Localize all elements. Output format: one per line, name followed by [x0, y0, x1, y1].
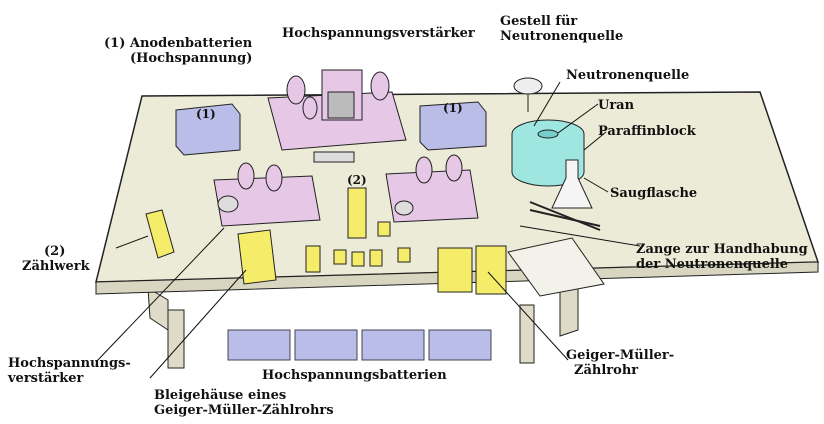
label-gestell-line1: Gestell für	[500, 14, 578, 29]
label-bleigehaeuse-line2: Geiger-Müller-Zählrohrs	[154, 403, 334, 418]
label-bleigehaeuse-line1: Bleigehäuse eines	[154, 388, 287, 403]
zaehlwerk-left	[145, 209, 175, 259]
label-geiger-mueller: Geiger-Müller- Zählrohr	[566, 348, 674, 378]
label-zaehlwerk-text: Zählwerk	[22, 259, 90, 274]
label-zaehlwerk: (2) Zählwerk	[22, 244, 90, 274]
bleigehaeuse	[237, 229, 277, 285]
book	[507, 237, 605, 297]
battery-left-tag: (1)	[196, 107, 216, 121]
gestell-neutronenquelle	[513, 77, 543, 112]
label-hochspannungsbatterien: Hochspannungsbatterien	[262, 368, 447, 383]
zange	[529, 201, 601, 231]
label-saugflasche: Saugflasche	[610, 186, 698, 201]
battery-right-tag: (1)	[443, 101, 463, 115]
label-neutronenquelle: Neutronenquelle	[566, 68, 690, 83]
leader-lines	[95, 81, 641, 379]
hochspannungsverstaerker-main	[267, 69, 407, 163]
hochspannungsbatterien-bank	[227, 329, 492, 361]
zaehlwerk-center: (2)	[347, 173, 367, 239]
label-bleigehaeuse: Bleigehäuse eines Geiger-Müller-Zählrohr…	[154, 388, 334, 418]
label-hochspannungsverstaerker-bottom-line2: verstärker	[8, 371, 84, 386]
label-geiger-mueller-line2: Zählrohr	[574, 363, 639, 378]
label-hochspannungsverstaerker-bottom-line1: Hochspannungs-	[8, 356, 131, 371]
label-gestell: Gestell für Neutronenquelle	[500, 14, 623, 44]
label-hochspannungsverstaerker-bottom: Hochspannungs- verstärker	[8, 356, 131, 386]
label-zaehlwerk-num: (2)	[44, 244, 66, 259]
anodenbatterie-right: (1)	[419, 101, 487, 151]
hochspannungsverstaerker-left	[213, 162, 321, 227]
geiger-mueller-holders	[437, 245, 507, 295]
label-anodenbatterien-line1: (1) Anodenbatterien	[104, 36, 252, 51]
label-anodenbatterien-num: (1)	[104, 36, 126, 51]
label-anodenbatterien: (1) Anodenbatterien (Hochspannung)	[104, 36, 252, 66]
label-uran: Uran	[598, 98, 635, 113]
label-zange-line2: der Neutronenquelle	[636, 257, 789, 272]
small-parts	[305, 221, 411, 273]
label-anodenbatterien-line2: (Hochspannung)	[130, 51, 253, 66]
counter-center-tag: (2)	[347, 173, 367, 187]
label-paraffinblock: Paraffinblock	[598, 124, 696, 139]
label-anodenbatterien-text: Anodenbatterien	[129, 36, 253, 51]
label-zange: Zange zur Handhabung der Neutronenquelle	[636, 242, 808, 272]
anodenbatterie-left: (1)	[175, 103, 241, 156]
label-hochspannungsverstaerker-top: Hochspannungsverstärker	[282, 26, 475, 41]
label-zange-line1: Zange zur Handhabung	[636, 242, 808, 257]
label-geiger-mueller-line1: Geiger-Müller-	[566, 348, 675, 363]
label-gestell-line2: Neutronenquelle	[500, 29, 624, 44]
hochspannungsverstaerker-right	[385, 154, 479, 223]
saugflasche	[551, 159, 593, 209]
